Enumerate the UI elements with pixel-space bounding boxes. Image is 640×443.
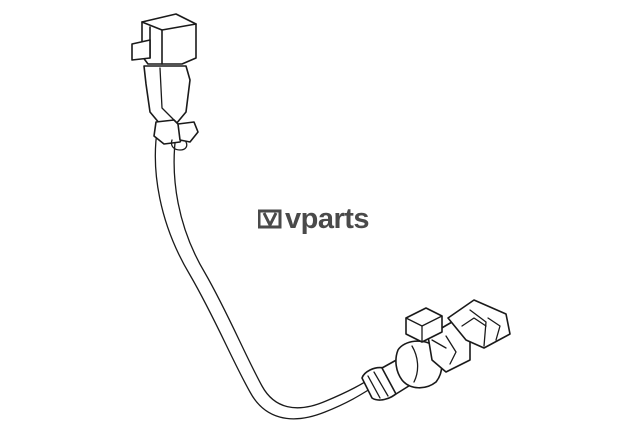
cable: [154, 124, 379, 420]
vparts-logo-icon: [258, 209, 282, 229]
watermark-text: VPARTS: [285, 202, 370, 235]
vparts-watermark: VPARTS: [258, 202, 370, 235]
top-connector: [131, 13, 199, 151]
sensor-end: [361, 299, 511, 401]
